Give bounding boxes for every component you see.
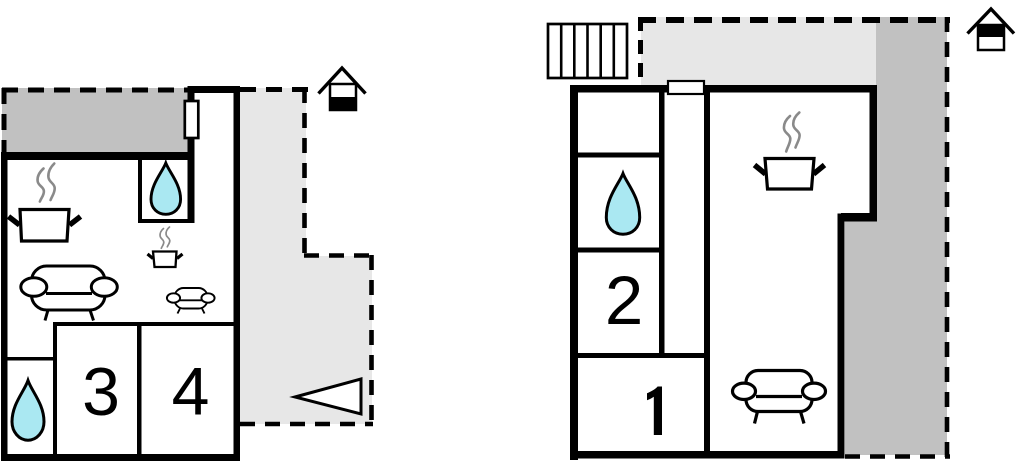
svg-text:4: 4 (172, 354, 210, 430)
svg-text:3: 3 (82, 354, 120, 430)
svg-text:2: 2 (605, 262, 643, 339)
